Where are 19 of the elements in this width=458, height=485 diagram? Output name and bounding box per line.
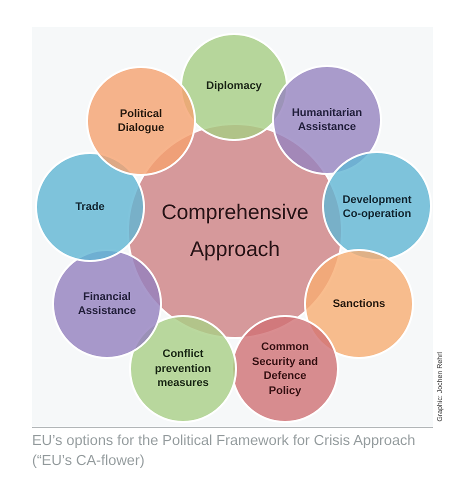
petal-circle: [35, 152, 145, 262]
petal-circle: [86, 66, 196, 176]
circle-label: Diplomacy: [206, 78, 262, 94]
circle-label: Financial Assistance: [77, 290, 137, 318]
circle-label: Sanctions: [332, 296, 386, 312]
center-title: Comprehensive Approach: [160, 200, 310, 263]
circle-label: Conflict prevention measures: [154, 347, 212, 391]
circle-label: Humanitarian Assistance: [291, 106, 363, 134]
petal-circle: [322, 151, 432, 261]
circle-label: Political Dialogue: [117, 106, 165, 136]
petal-circle: [52, 249, 162, 359]
circle-label: Common Security and Defence Policy: [251, 340, 319, 398]
figure-caption: EU’s options for the Political Framework for Crisis Approach (“EU’s CA-flower): [32, 432, 416, 471]
circle-label: Trade: [74, 200, 106, 214]
circle-label: Development Co-operation: [342, 192, 412, 222]
petal-circle: [272, 65, 382, 175]
petal-circle: [129, 315, 237, 423]
petal-circle: [180, 33, 288, 141]
petal-circle: [231, 315, 339, 423]
